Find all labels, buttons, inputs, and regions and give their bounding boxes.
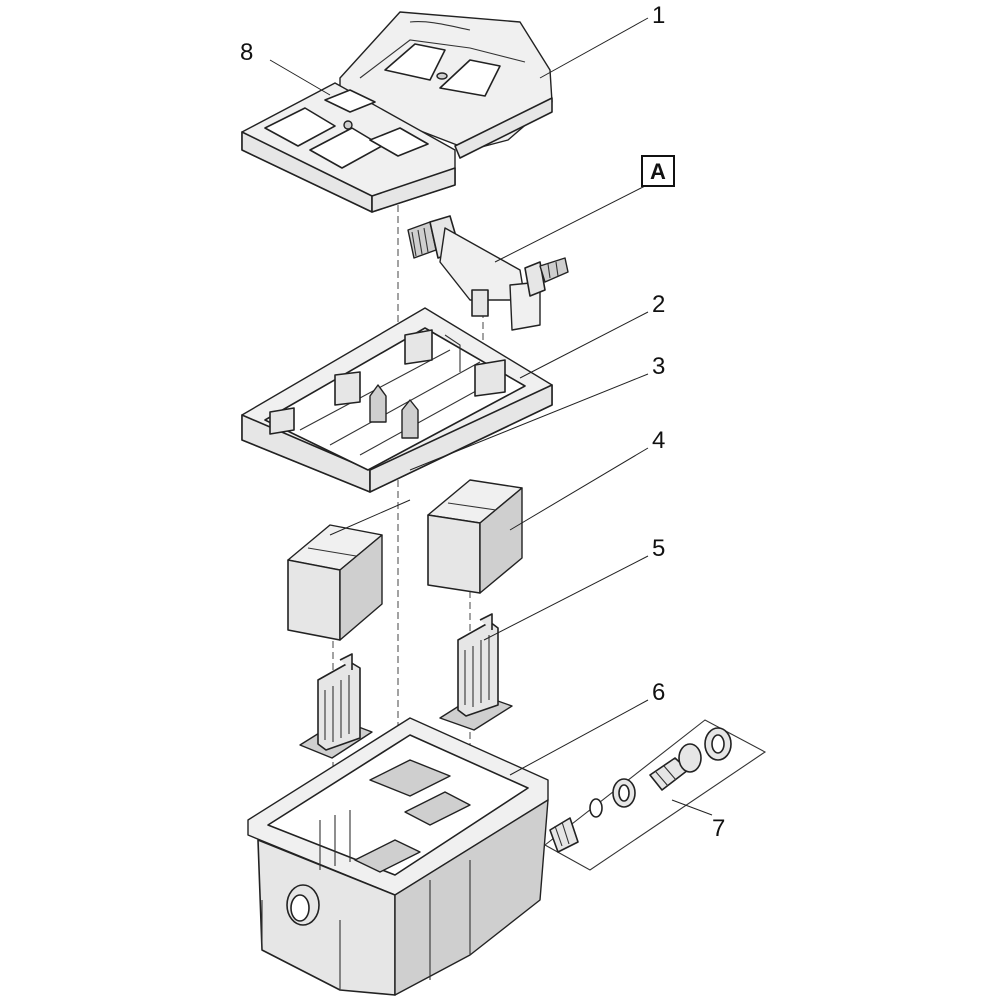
leader-a: [494, 185, 646, 263]
reference-box-a: A: [641, 155, 675, 187]
callout-labels: 1 2 3 4 5 6 7 8: [240, 2, 725, 842]
callout-8: 8: [240, 39, 253, 66]
leader-3b: [329, 499, 411, 536]
part-7-connector-kit: [544, 719, 767, 871]
callout-4: 4: [652, 427, 665, 454]
callout-3: 3: [652, 353, 665, 380]
leader-8: [269, 59, 331, 96]
leader-6: [509, 699, 649, 776]
leader-2: [519, 311, 649, 379]
callout-6: 6: [652, 679, 665, 706]
leader-3: [409, 373, 649, 471]
leader-4: [509, 447, 649, 531]
part-2-filter-tray: [241, 307, 553, 493]
part-8-lid-front: [241, 82, 456, 213]
leader-7: [671, 799, 713, 816]
callout-2: 2: [652, 291, 665, 318]
leader-lines: [269, 17, 713, 816]
reference-letter-a: A: [650, 159, 666, 184]
part-6-filter-housing: [247, 717, 549, 996]
part-a-uv-unit: [407, 215, 569, 331]
leader-1: [539, 17, 649, 79]
callout-1: 1: [652, 2, 665, 29]
callout-7: 7: [712, 815, 725, 842]
leader-5: [483, 555, 649, 641]
callout-5: 5: [652, 535, 665, 562]
part-4-filter-sponges: [287, 479, 523, 641]
part-5-brush-holders: [299, 613, 513, 759]
